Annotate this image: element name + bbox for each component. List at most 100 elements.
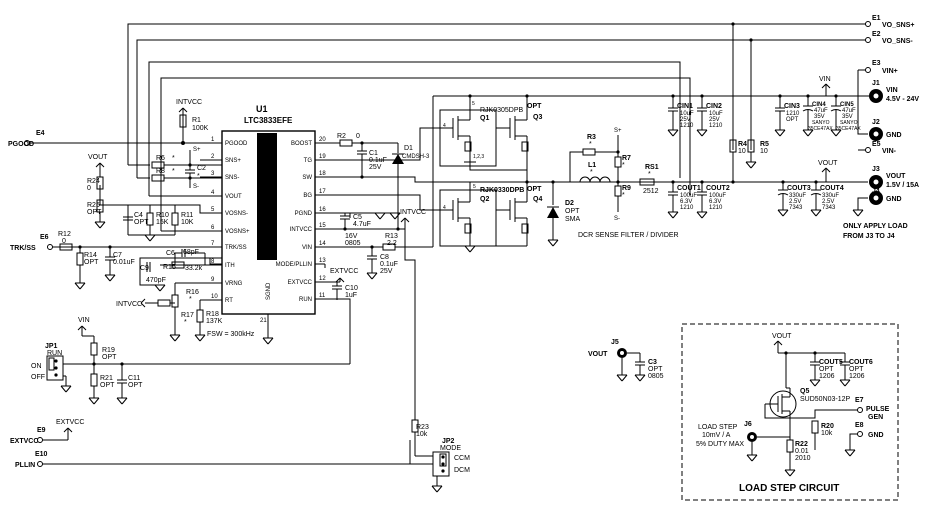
j5-ref: J5: [611, 339, 619, 346]
ic-pin-name: ITH: [225, 263, 235, 269]
ic-pin-num: 2: [211, 154, 215, 160]
cout2-volt: 6.3V: [709, 199, 721, 205]
cin4-pn: 35CE47AX: [808, 126, 833, 132]
ic-pin-name: VOUT: [225, 194, 242, 200]
r22-pkg: 2010: [795, 455, 811, 462]
ic-pin-num: 13: [319, 258, 326, 264]
cin2-volt: 25V: [709, 117, 720, 123]
load-step-box: [681, 323, 899, 501]
power-stage: RJK0305DPB Q1 5 4 1,2,3 OPT Q3 RJK0330DP…: [420, 22, 908, 253]
rs1-ref: RS1: [645, 164, 659, 171]
e2-ref: E2: [872, 31, 881, 38]
jp1-jumper[interactable]: [46, 355, 64, 381]
e7-label-2: GEN: [868, 414, 883, 421]
ic-pin-num: 8: [211, 259, 215, 265]
ls-line3: 5% DUTY MAX: [696, 441, 744, 448]
mosfet-q2: [440, 182, 472, 246]
c2-val: *: [197, 173, 200, 180]
r16-ref: R16: [186, 289, 199, 296]
q1-ref: Q1: [480, 115, 489, 122]
intvcc-label-1: INTVCC: [176, 99, 202, 106]
r10-ref: R10: [156, 212, 169, 219]
cin5-pn: 35CE47AX: [836, 126, 861, 132]
jp2-jumper[interactable]: [432, 451, 450, 477]
e9-ref: E9: [37, 427, 46, 434]
r20-val: 10k: [821, 430, 833, 437]
r20-ref: R20: [821, 423, 834, 430]
cout2-val: 100uF: [709, 193, 726, 199]
e3-ref: E3: [872, 60, 881, 67]
c7-ref: C7: [113, 252, 122, 259]
mosfet-q1: [440, 100, 476, 163]
intvcc-label-2: INTVCC: [116, 301, 142, 308]
ic-pin-name: VOSNS+: [225, 229, 250, 235]
ic-pin-num: 7: [211, 241, 215, 247]
q3-ref: Q3: [533, 114, 542, 121]
vout-label-2: VOUT: [818, 160, 838, 167]
c4-ref: C4: [134, 212, 143, 219]
j1-desc: 4.5V - 24V: [886, 96, 919, 103]
ic-pin-name: TG: [304, 158, 313, 164]
s-plus-2: S+: [614, 128, 622, 134]
cout1-val: 100uF: [680, 193, 697, 199]
jp1-on: ON: [31, 363, 42, 370]
jp2-dcm: DCM: [454, 467, 470, 474]
r24-ref: R24: [87, 178, 100, 185]
r1-ref: R1: [192, 117, 201, 124]
r16-val: *: [189, 296, 192, 303]
extvcc-label-2: EXTVCC: [330, 268, 358, 275]
j1-ref: J1: [872, 80, 880, 87]
ic-exposed-pad: [257, 133, 277, 260]
cin1-volt: 25V: [680, 117, 691, 123]
cin4-val: 47uF: [814, 108, 828, 114]
c8-volt: 25V: [380, 268, 393, 275]
load-note-1: ONLY APPLY LOAD: [843, 223, 908, 230]
vout-label-1: VOUT: [88, 154, 108, 161]
cin4-ref: CIN4: [812, 102, 826, 108]
e8-ref: E8: [855, 422, 864, 429]
dcr-label: DCR SENSE FILTER / DIVIDER: [578, 232, 679, 239]
e6-label: TRK/SS: [10, 245, 36, 252]
cin2-pkg: 1210: [709, 123, 723, 129]
e8-label: GND: [868, 432, 884, 439]
q1-pin-d: 5: [472, 101, 475, 107]
c5-ref: C5: [353, 214, 362, 221]
e2-label: VO_SNS-: [882, 38, 913, 45]
mosfet-q3: [496, 96, 529, 160]
cin4-brand: SANYO: [812, 120, 830, 126]
cin1-pkg: 1210: [680, 123, 694, 129]
r2-val: 0: [356, 133, 360, 140]
ic-pin-name: VIN: [302, 245, 312, 251]
cout2-ref: COUT2: [706, 185, 730, 192]
r19-ref: R19: [102, 347, 115, 354]
ic-pin-num: 5: [211, 207, 215, 213]
r17-ref: R17: [181, 312, 194, 319]
extvcc-label-1: EXTVCC: [56, 419, 84, 426]
s-minus-2: S-: [614, 216, 620, 222]
ic-pin-name: MODE/PLLIN: [276, 262, 312, 268]
r14-ref: R14: [84, 252, 97, 259]
ic-pin-name: PGOOD: [225, 141, 248, 147]
c10-ref: C10: [345, 285, 358, 292]
j2-label: GND: [886, 132, 902, 139]
j3-ref: J3: [872, 166, 880, 173]
r22-ref: R22: [795, 441, 808, 448]
ic-ref: U1: [256, 104, 268, 114]
c8-val: 0.1uF: [380, 261, 398, 268]
sense-wires: [127, 23, 868, 231]
r23-ref: R23: [416, 424, 429, 431]
ic-pin-name: RT: [225, 298, 233, 304]
r2-ref: R2: [337, 133, 346, 140]
e1-label: VO_SNS+: [882, 22, 915, 29]
c6-ref: C6: [166, 250, 175, 257]
c3-ref: C3: [648, 359, 657, 366]
jp2-name: MODE: [440, 445, 461, 452]
ic-part: LTC3833EFE: [244, 116, 293, 125]
ic-pin-num: 12: [319, 276, 326, 282]
r4-val: 10: [738, 148, 746, 155]
ic-pin-num: 10: [211, 294, 218, 300]
ic-pin-num: 16: [319, 207, 326, 213]
r24-val: 0: [87, 185, 91, 192]
r4-ref: R4: [738, 141, 747, 148]
ic-pin-name: INTVCC: [290, 227, 313, 233]
